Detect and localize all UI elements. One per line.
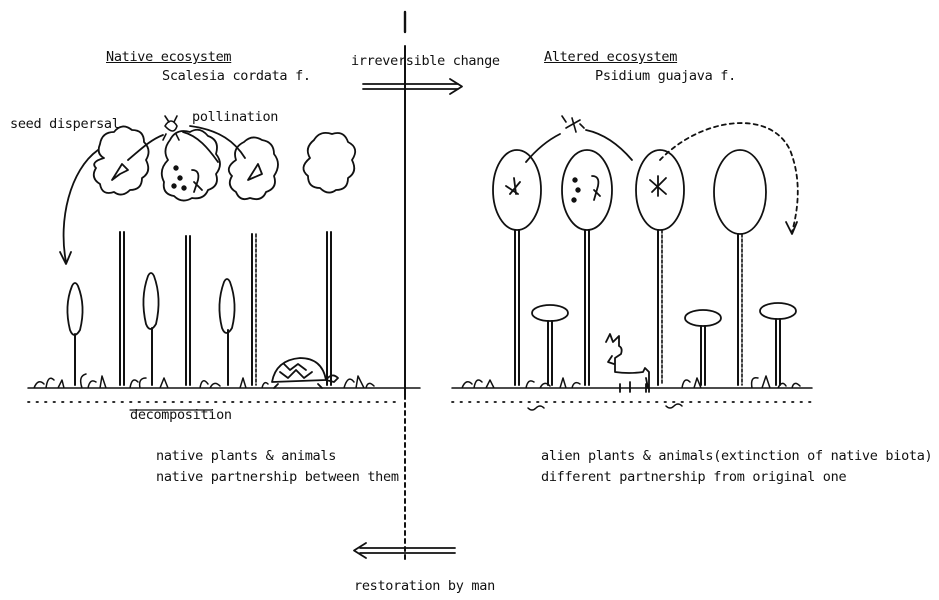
tortoise-icon <box>272 358 338 388</box>
native-tree-4 <box>303 133 355 385</box>
altered-pollination-curve-right <box>586 130 632 160</box>
seed-dispersal-arrow <box>64 150 98 262</box>
irreversible-change-arrow <box>363 79 462 94</box>
native-sapling-2 <box>143 273 158 385</box>
irreversible-change-label: irreversible change <box>351 55 500 69</box>
altered-pollinator-icon <box>562 116 584 132</box>
native-pollinator-icon <box>163 116 179 140</box>
altered-summary-line1: alien plants & animals(extinction of nat… <box>541 450 932 464</box>
decomposition-label: decomposition <box>130 409 232 423</box>
alien-plant-2 <box>685 310 721 385</box>
altered-ecosystem-drawing <box>452 116 814 410</box>
altered-tree-3 <box>636 150 684 385</box>
altered-tree-2 <box>562 150 612 385</box>
native-pollination-curve-left <box>128 135 163 160</box>
native-ecosystem-drawing <box>28 116 420 410</box>
native-pollination-curve-right <box>183 132 218 162</box>
native-summary-line1: native plants & animals <box>156 450 336 464</box>
native-tree-1 <box>94 126 149 385</box>
altered-summary-line2: different partnership from original one <box>541 471 846 485</box>
native-tree-2 <box>162 130 220 385</box>
pollination-label: pollination <box>192 111 278 125</box>
goat-icon <box>606 334 649 392</box>
native-summary-line2: native partnership between them <box>156 471 399 485</box>
altered-tree-1 <box>493 150 541 385</box>
altered-dispersal-arrowhead <box>786 222 797 234</box>
altered-dispersal-curve <box>660 123 798 232</box>
altered-tree-4 <box>714 150 766 385</box>
native-pollination-curve-far <box>190 126 245 158</box>
alien-plant-1 <box>532 305 568 385</box>
alien-plant-3 <box>760 303 796 385</box>
restoration-label: restoration by man <box>354 580 495 594</box>
native-title: Native ecosystem <box>106 51 231 65</box>
native-ground-grass <box>28 374 420 388</box>
altered-title: Altered ecosystem <box>544 51 677 65</box>
altered-ground-marks <box>528 404 682 410</box>
native-tree-3 <box>229 137 278 385</box>
native-sapling-1 <box>67 283 82 385</box>
altered-species: Psidium guajava f. <box>595 70 736 84</box>
native-sapling-3 <box>219 279 234 385</box>
altered-ground-grass <box>452 376 812 388</box>
seed-dispersal-label: seed dispersal <box>10 118 120 132</box>
native-species: Scalesia cordata f. <box>162 70 311 84</box>
